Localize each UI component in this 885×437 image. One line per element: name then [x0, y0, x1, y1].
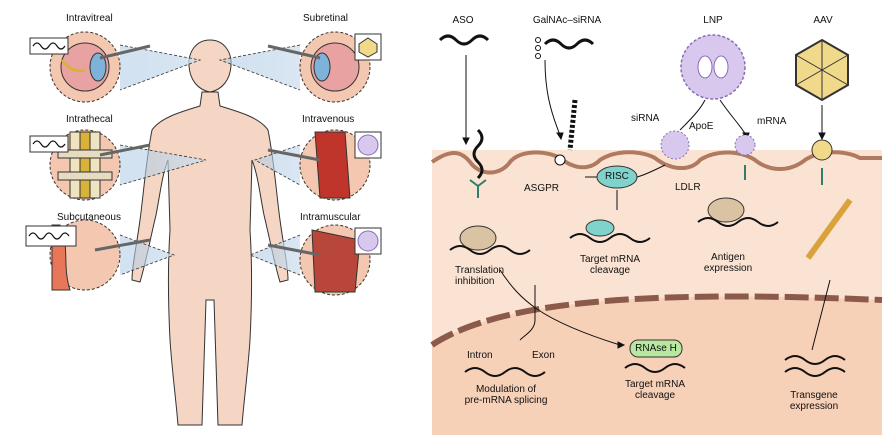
asgpr-receptor: [554, 99, 578, 166]
label-intravitreal: Intravitreal: [66, 13, 113, 24]
transgene-dna: [784, 355, 846, 377]
zoom-intramuscular: [267, 224, 382, 296]
label-subcutaneous: Subcutaneous: [57, 212, 121, 223]
label-risc: RISC: [605, 171, 629, 182]
pathway-arrows: [462, 55, 826, 349]
label-rnase-h: RNAse H: [635, 343, 677, 354]
aso-strand-icon: [438, 34, 490, 46]
label-exon: Exon: [532, 350, 555, 361]
label-antigen-expression: Antigen expression: [703, 252, 753, 274]
label-transgene-expression: Transgene expression: [789, 390, 839, 412]
galnac-sirna-icon: [535, 37, 595, 59]
label-intron: Intron: [467, 350, 493, 361]
ribosome-translation: [449, 225, 531, 255]
ribosome-antigen: [697, 197, 779, 227]
label-apoe: ApoE: [689, 121, 714, 132]
risc-complex: [585, 164, 666, 237]
label-mrna: mRNA: [757, 116, 787, 127]
lnp-icon: [680, 34, 746, 100]
zoom-subretinal: [267, 31, 382, 103]
zoom-intrathecal: [29, 129, 151, 201]
label-lnp: LNP: [703, 15, 723, 26]
label-aav: AAV: [813, 15, 833, 26]
label-aso: ASO: [452, 15, 474, 26]
label-intravenous: Intravenous: [302, 114, 355, 125]
label-intrathecal: Intrathecal: [66, 114, 113, 125]
aav-icon: [795, 38, 849, 102]
label-splicing-modulation: Modulation of pre-mRNA splicing: [464, 384, 548, 406]
aav-endosome: [805, 139, 853, 351]
label-target-mrna-cleavage: Target mRNA cleavage: [579, 254, 641, 276]
human-body: [131, 39, 289, 426]
zoom-intravitreal: [29, 31, 151, 103]
label-subretinal: Subretinal: [303, 13, 349, 24]
label-ldlr: LDLR: [675, 182, 701, 193]
zoom-subcutaneous: [25, 219, 151, 291]
rnase-h-complex: [624, 339, 686, 373]
cell-diagram: [430, 150, 883, 435]
cleavage-mrna: [569, 233, 651, 243]
beam-outlines: [119, 44, 301, 276]
label-galnac-sirna: GalNAc–siRNA: [532, 15, 602, 26]
label-translation-inhibition: Translation inhibition: [455, 265, 505, 287]
label-sirna: siRNA: [631, 113, 660, 124]
zoom-intravenous: [267, 129, 382, 201]
splicing-mrna: [464, 367, 546, 377]
label-asgpr: ASGPR: [524, 183, 560, 194]
label-intramuscular: Intramuscular: [300, 212, 361, 223]
aso-endosome: [469, 128, 487, 198]
lnp-membrane: [660, 130, 756, 180]
label-target-mrna-cleavage-nuclear: Target mRNA cleavage: [624, 379, 686, 401]
